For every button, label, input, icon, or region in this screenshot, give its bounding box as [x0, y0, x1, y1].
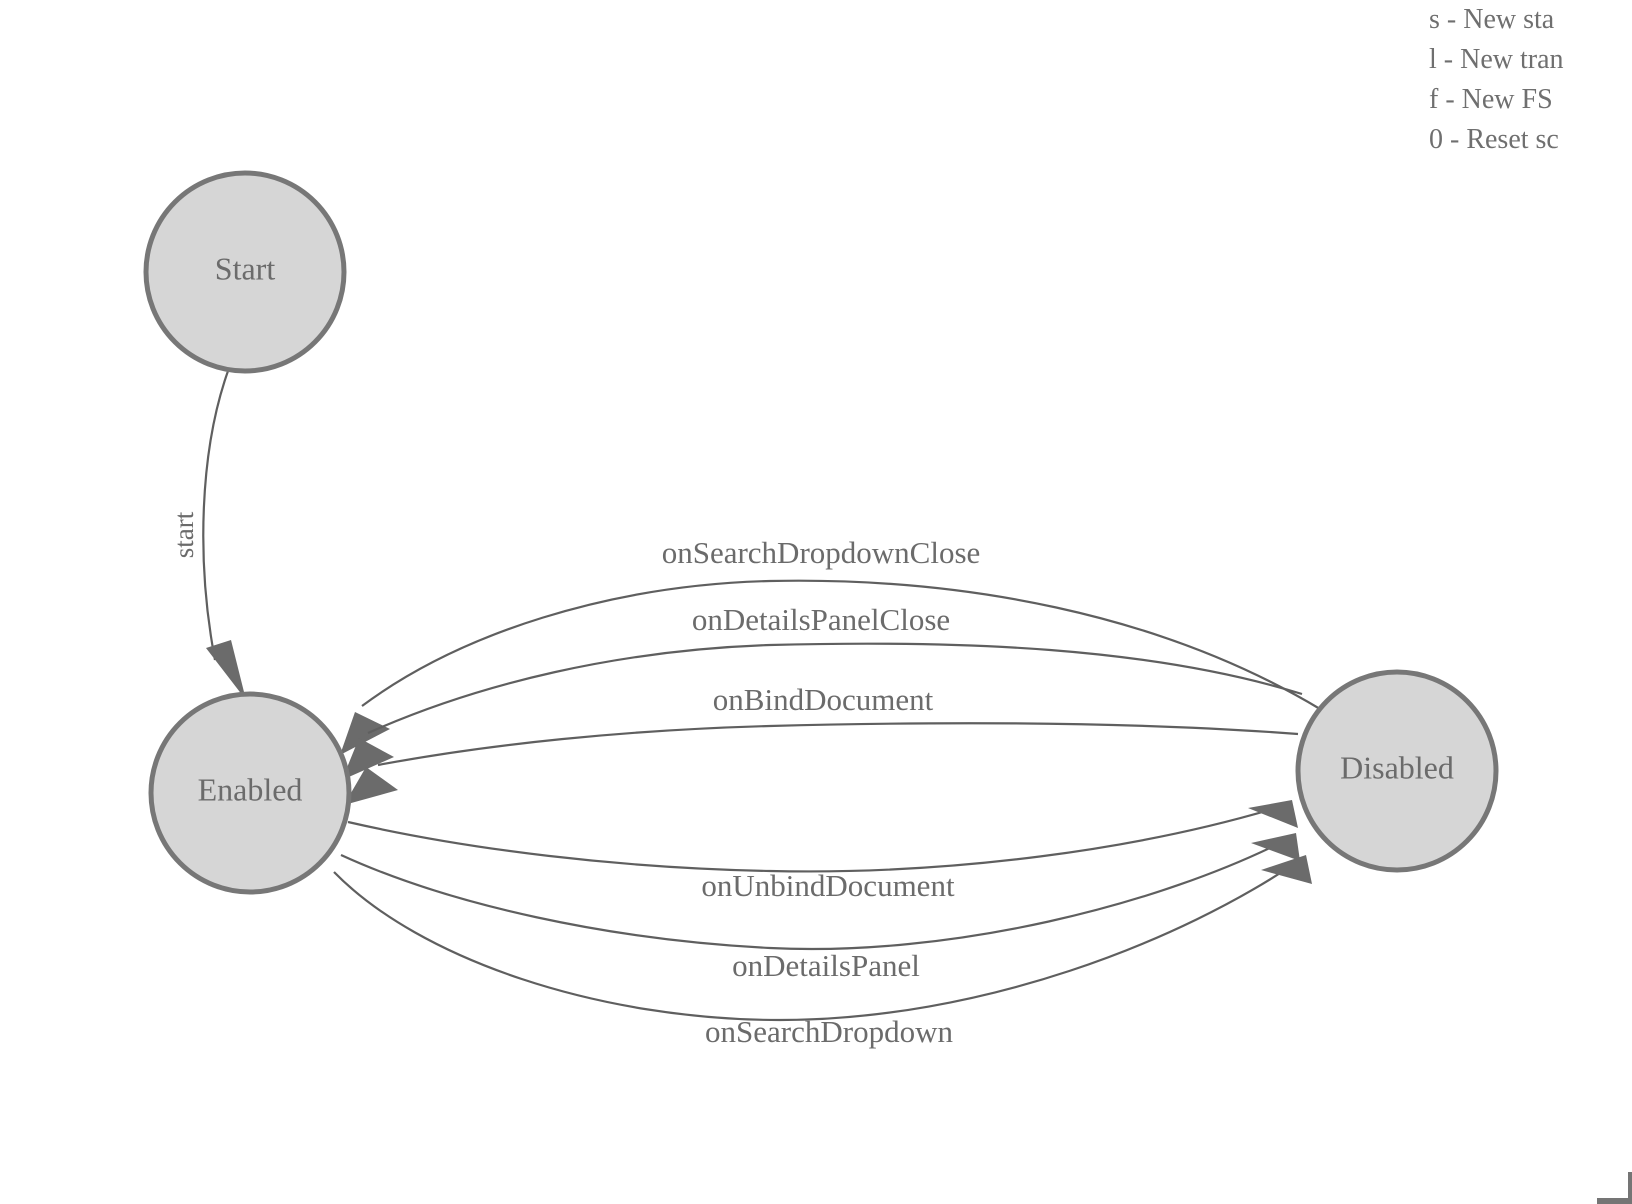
transition-disabled-enabled-onsearchdropdownclose[interactable]: onSearchDropdownClose [340, 535, 1321, 755]
arrowhead-icon [342, 738, 394, 780]
state-label: Start [215, 250, 276, 286]
transition-enabled-disabled-onsearchdropdown[interactable]: onSearchDropdown [333, 855, 1312, 1049]
transition-disabled-enabled-onbinddocument[interactable]: onBindDocument [344, 682, 1299, 805]
transition-label: onDetailsPanel [732, 948, 920, 983]
transition-edge[interactable] [377, 722, 1299, 767]
arrowhead-icon [1248, 800, 1298, 828]
arrowhead-icon [344, 767, 398, 805]
state-node-start[interactable]: Start [143, 170, 347, 374]
transition-edge[interactable] [340, 837, 1291, 951]
transition-label: start [169, 511, 199, 558]
transition-enabled-disabled-ondetailspanel[interactable]: onDetailsPanel [340, 833, 1300, 983]
arrowhead-icon [1251, 833, 1300, 861]
state-label: Enabled [198, 771, 303, 807]
arrowhead-icon [1261, 855, 1312, 884]
transition-edge[interactable] [367, 642, 1303, 735]
transition-edge[interactable] [333, 859, 1301, 1022]
state-node-disabled[interactable]: Disabled [1295, 669, 1499, 873]
arrowhead-icon [340, 712, 390, 755]
transition-label: onBindDocument [713, 682, 934, 717]
state-label: Disabled [1340, 749, 1454, 785]
window-frame-bottom-edge [1597, 1198, 1632, 1204]
transition-disabled-enabled-ondetailspanelclose[interactable]: onDetailsPanelClose [342, 602, 1303, 780]
transition-edge[interactable] [202, 370, 230, 661]
window-frame-right-edge [1628, 1172, 1632, 1204]
state-circle[interactable] [143, 170, 347, 374]
state-node-enabled[interactable]: Enabled [148, 691, 352, 895]
transition-label: onSearchDropdownClose [662, 535, 981, 570]
transition-edge[interactable] [361, 579, 1321, 710]
transition-label: onSearchDropdown [705, 1014, 953, 1049]
arrowhead-icon [206, 640, 246, 700]
transition-edge[interactable] [347, 803, 1287, 873]
state-circle[interactable] [148, 691, 352, 895]
transition-label: onUnbindDocument [701, 868, 955, 903]
transition-start-enabled[interactable]: start [169, 370, 246, 700]
transition-enabled-disabled-onunbinddocument[interactable]: onUnbindDocument [347, 800, 1298, 903]
state-circle[interactable] [1295, 669, 1499, 873]
transition-label: onDetailsPanelClose [692, 602, 950, 637]
